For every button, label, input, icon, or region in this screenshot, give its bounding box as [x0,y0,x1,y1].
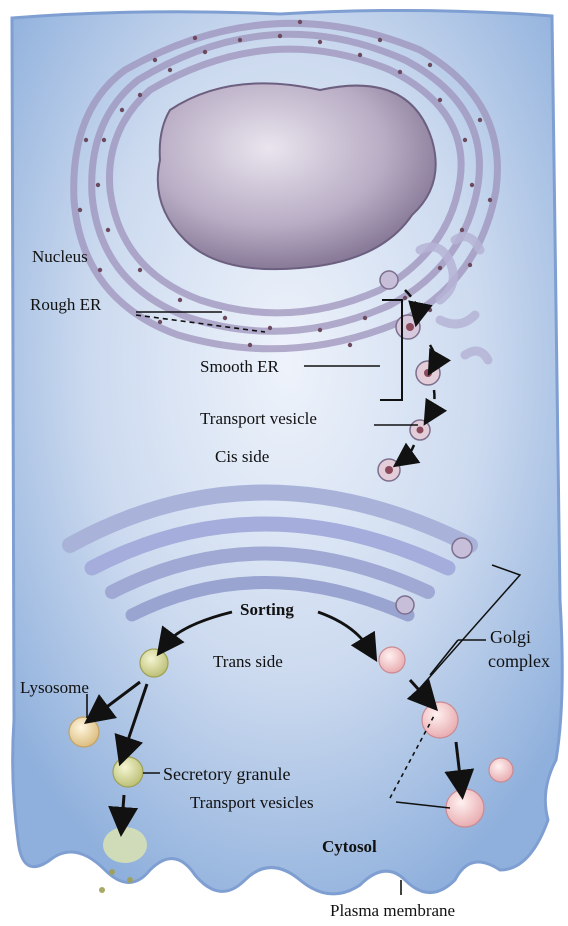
label-cis-side: Cis side [215,447,269,466]
label-smooth-er: Smooth ER [200,357,280,376]
lysosome [69,717,99,747]
label-nucleus: Nucleus [32,247,88,266]
label-golgi-line1: Golgi [490,627,531,647]
label-sorting: Sorting [240,600,294,619]
label-golgi-line2: complex [488,651,550,671]
label-rough-er: Rough ER [30,295,102,314]
trans-granule [140,649,168,677]
golgi-vesicle [452,538,472,558]
trans-vesicle [379,647,405,673]
label-trans-side: Trans side [213,652,283,671]
label-transport-vesicle: Transport vesicle [200,409,317,428]
transport-vesicle-side [489,758,513,782]
secretory-granule [113,757,143,787]
label-plasma-membrane: Plasma membrane [330,901,455,920]
golgi-vesicle [396,596,414,614]
label-lysosome: Lysosome [20,678,89,697]
label-secretory-granule: Secretory granule [163,764,290,784]
transport-vesicle-lower [446,789,484,827]
label-transport-vesicles: Transport vesicles [190,793,314,812]
transport-vesicle-upper [422,702,458,738]
label-cytosol: Cytosol [322,837,377,856]
